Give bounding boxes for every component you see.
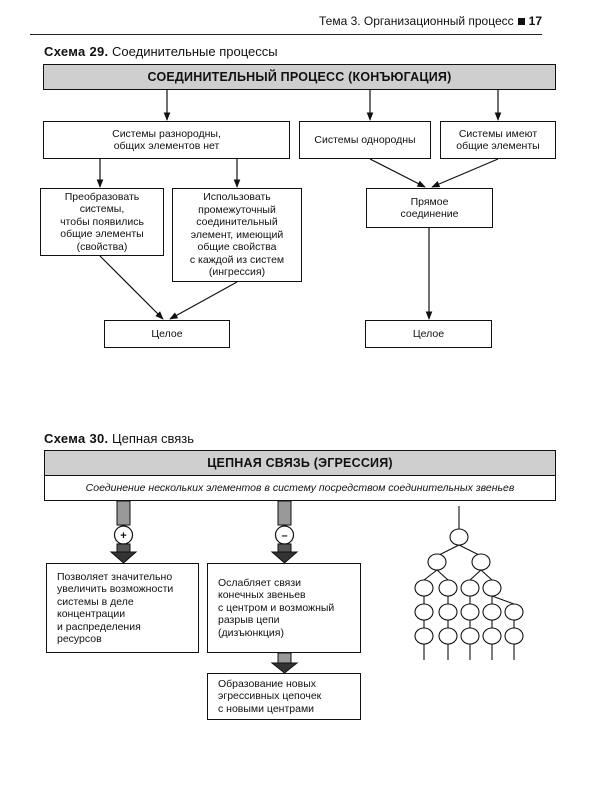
intermediate-element-box: Использовать промежуточный соединительны… (172, 188, 302, 282)
heterogeneous-systems-box: Системы разнородны, общих элементов нет (43, 121, 290, 159)
chain-tree-diagram (414, 506, 524, 660)
scheme29-title: Соединительные процессы (112, 44, 278, 59)
down-arrow-to-new-chains (270, 652, 299, 674)
plus-circle (113, 525, 134, 545)
header-square-icon (517, 17, 525, 25)
whole-left-box: Целое (104, 320, 230, 348)
scheme30-title: Цепная связь (112, 431, 195, 446)
transform-systems-box: Преобразовать системы, чтобы появились о… (40, 188, 164, 256)
homogeneous-systems-box: Системы однородны (299, 121, 431, 159)
tree-node (482, 579, 502, 597)
page-header: Тема 3. Организационный процесс 17 (319, 14, 542, 28)
arrow-common-to-direct (431, 158, 499, 188)
tree-node (504, 627, 524, 645)
chain-link-description: Соединение нескольких элементов в систем… (44, 476, 556, 501)
tree-node (427, 553, 447, 571)
page-number: 17 (528, 14, 542, 28)
tree-node (482, 603, 502, 621)
header-topic: Тема 3. Организационный процесс (318, 14, 514, 28)
tree-node (414, 603, 434, 621)
arrow-transform-to-whole (99, 255, 164, 320)
tree-node (449, 528, 469, 546)
minus-sign: – (281, 530, 287, 542)
tree-node (438, 579, 458, 597)
advantage-box: Позволяет значительно увеличить возможно… (46, 563, 199, 653)
minus-circle (274, 525, 295, 545)
chain-link-box: ЦЕПНАЯ СВЯЗЬ (ЭГРЕССИЯ) (44, 450, 556, 476)
tree-node (438, 603, 458, 621)
drawback-box: Ослабляет связи конечных звеньев с центр… (207, 563, 361, 653)
new-chains-box: Образование новых эгрессивных цепочек с … (207, 673, 361, 720)
tree-node (414, 579, 434, 597)
scheme30-caption: Схема 30. Цепная связь (44, 431, 194, 446)
arrow-homogeneous-to-direct (369, 158, 426, 188)
scheme30-label: Схема 30. (44, 431, 109, 446)
tree-node (460, 627, 480, 645)
plus-sign: + (120, 530, 126, 542)
tree-node (482, 627, 502, 645)
conjugation-process-box: СОЕДИНИТЕЛЬНЫЙ ПРОЦЕСС (КОНЪЮГАЦИЯ) (43, 64, 556, 90)
tree-node (460, 579, 480, 597)
common-elements-box: Системы имеют общие элементы (440, 121, 556, 159)
header-rule (30, 34, 542, 35)
tree-node (414, 627, 434, 645)
plus-arrow (109, 500, 138, 564)
scheme29-label: Схема 29. (44, 44, 109, 59)
tree-node (504, 603, 524, 621)
direct-connection-box: Прямое соединение (366, 188, 493, 228)
scheme29-caption: Схема 29. Соединительные процессы (44, 44, 278, 59)
minus-arrow (270, 500, 299, 564)
whole-right-box: Целое (365, 320, 492, 348)
tree-node (460, 603, 480, 621)
arrow-intermediate-to-whole (169, 281, 238, 320)
tree-node (438, 627, 458, 645)
tree-node (471, 553, 491, 571)
